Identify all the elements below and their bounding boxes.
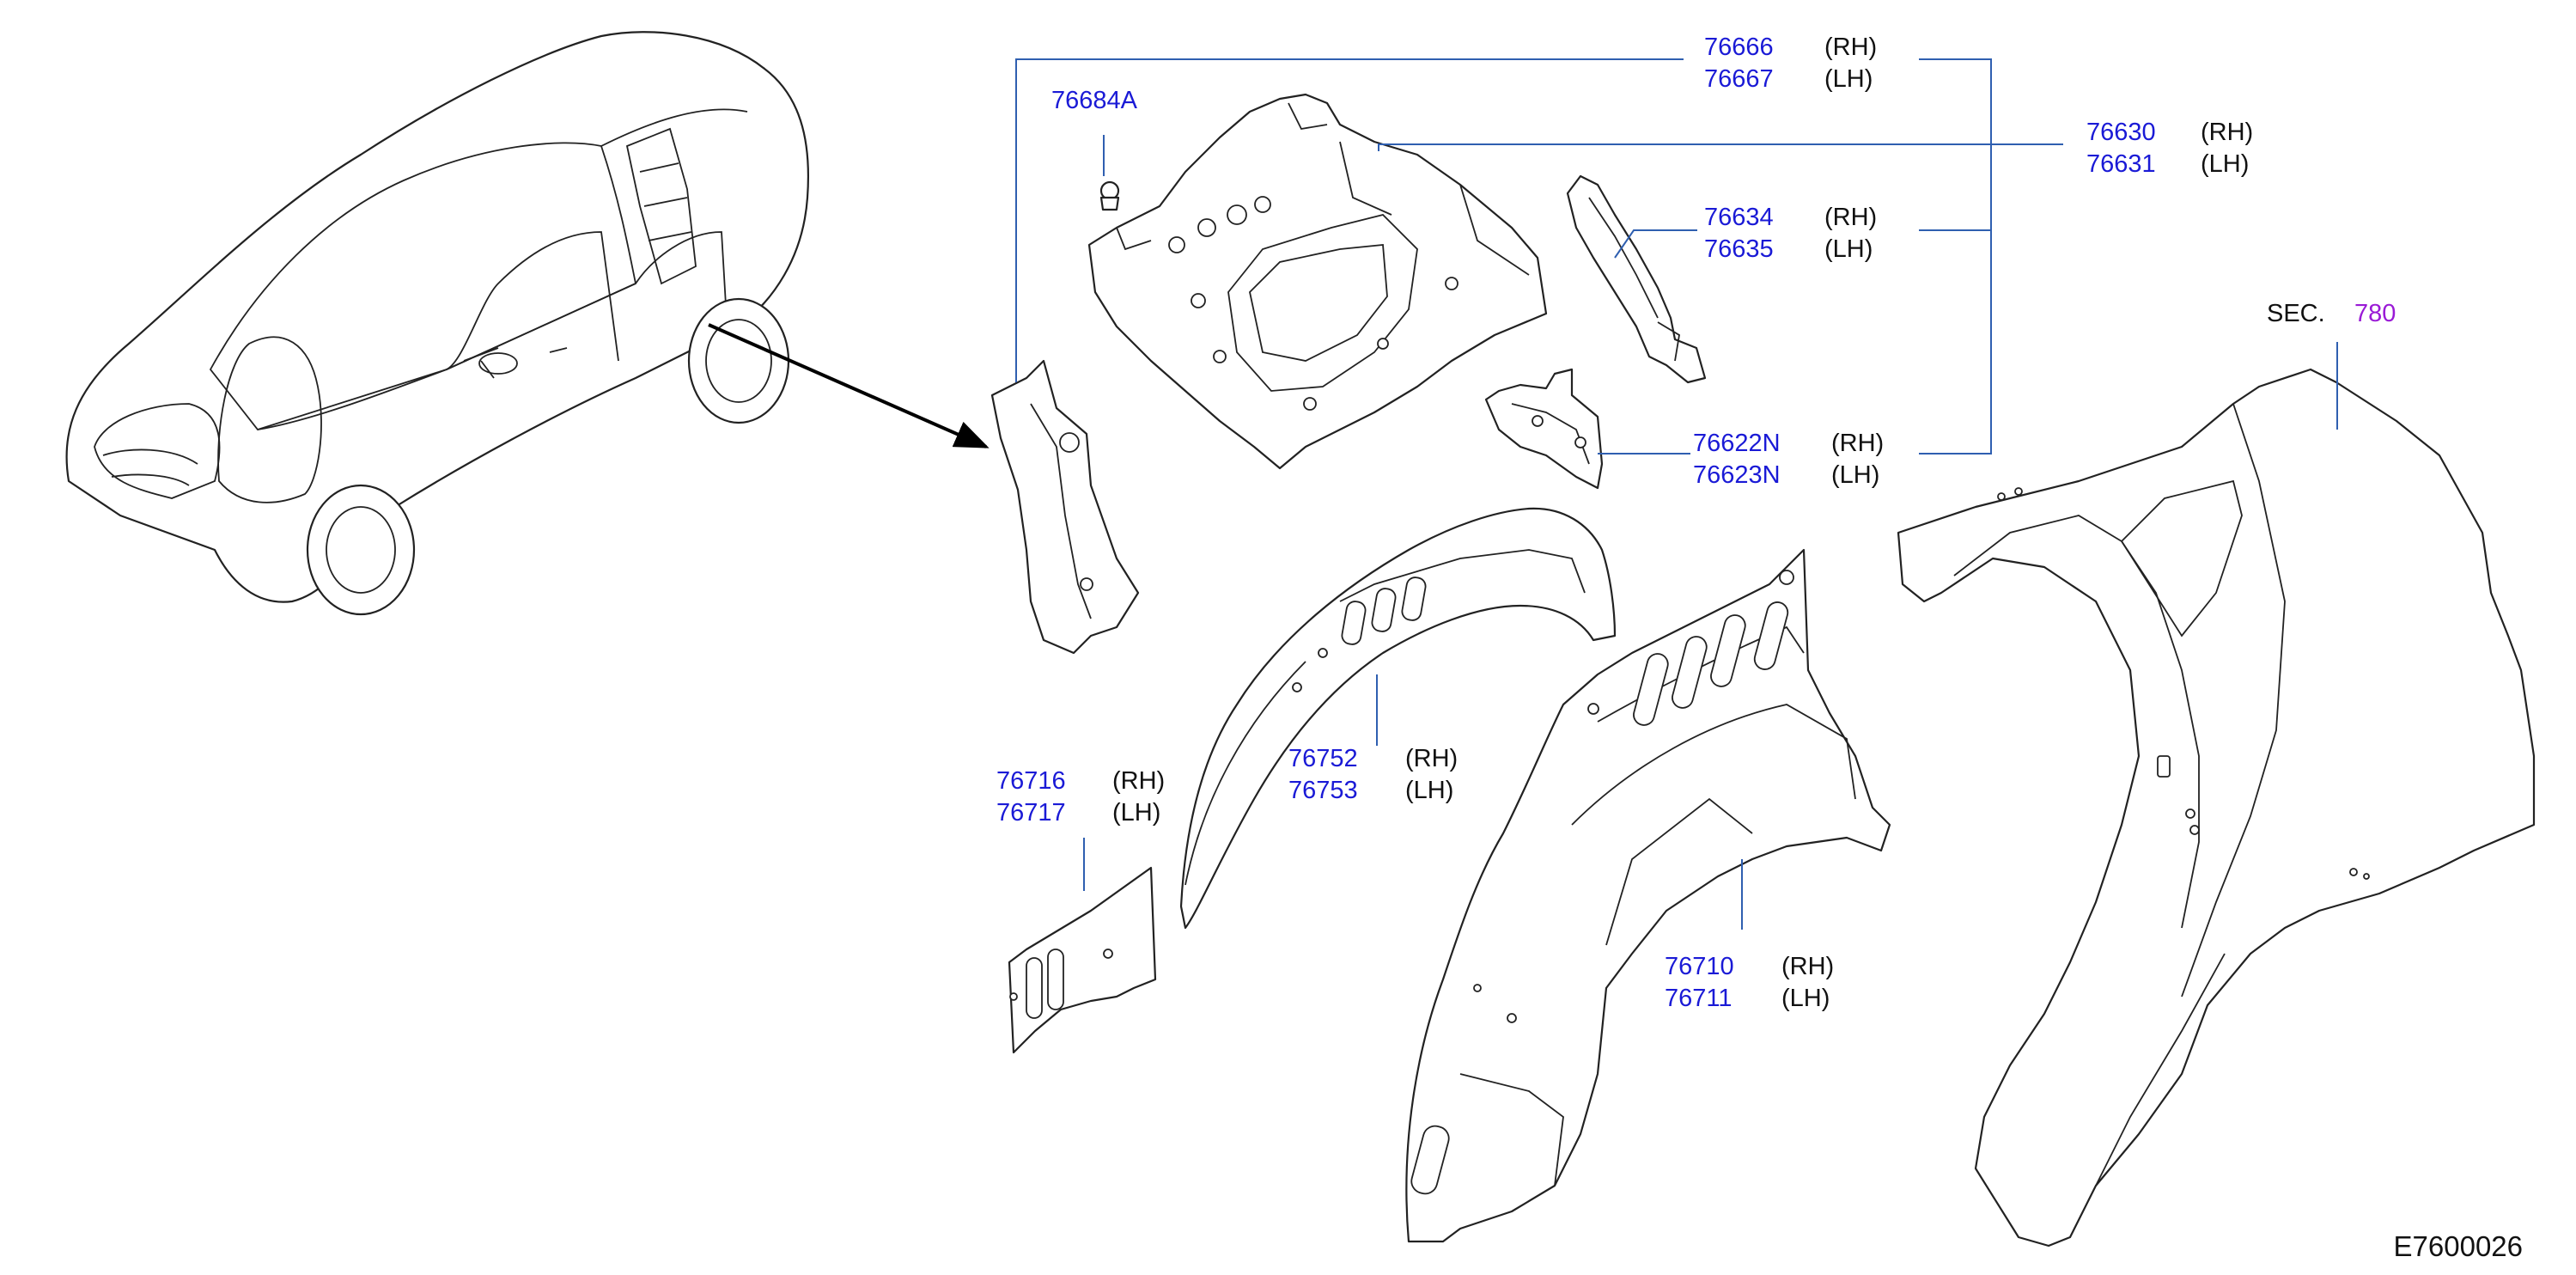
- callout-76710-side: (RH): [1781, 953, 1835, 980]
- part-sec-780: [1897, 368, 2536, 1248]
- callout-76667-side: (LH): [1824, 65, 1873, 93]
- callout-76752-side: (RH): [1405, 745, 1459, 772]
- callout-76623N-number[interactable]: 76623N: [1693, 461, 1781, 489]
- callout-76630-side: (RH): [2201, 119, 2254, 146]
- callout-76631-side: (LH): [2201, 150, 2250, 178]
- callout-76635-side: (LH): [1824, 235, 1873, 263]
- callout-76711-number[interactable]: 76711: [1665, 985, 1733, 1012]
- part-76634: [1566, 174, 1707, 384]
- part-76716: [1008, 866, 1157, 1054]
- callout-76710-number[interactable]: 76710: [1665, 953, 1734, 980]
- callout-76753-number[interactable]: 76753: [1288, 777, 1358, 804]
- part-76710: [1405, 548, 1891, 1243]
- callout-76717-side: (LH): [1112, 799, 1161, 827]
- callout-76635-number[interactable]: 76635: [1704, 235, 1774, 263]
- callout-76716-side: (RH): [1112, 767, 1166, 795]
- callout-76634-side: (RH): [1824, 204, 1878, 231]
- callout-76630-number[interactable]: 76630: [2086, 119, 2156, 146]
- section-ref-number[interactable]: 780: [2354, 300, 2396, 327]
- callout-76666-side: (RH): [1824, 34, 1878, 61]
- callout-76622N-number[interactable]: 76622N: [1693, 430, 1781, 457]
- callout-76666-number[interactable]: 76666: [1704, 34, 1774, 61]
- figure-code: E7600026: [2393, 1230, 2523, 1262]
- part-76622N: [1484, 368, 1604, 490]
- callout-76684A-number[interactable]: 76684A: [1051, 87, 1137, 114]
- section-ref-prefix: SEC.: [2267, 300, 2325, 327]
- callout-76631-number[interactable]: 76631: [2086, 150, 2156, 178]
- callout-76752-number[interactable]: 76752: [1288, 745, 1358, 772]
- callout-76711-side: (LH): [1781, 985, 1830, 1012]
- callout-76667-number[interactable]: 76667: [1704, 65, 1774, 93]
- part-76684A: [1099, 180, 1120, 211]
- part-76752: [1179, 507, 1617, 930]
- pointer-arrow: [708, 323, 990, 448]
- part-76666: [1087, 93, 1548, 470]
- callout-76623N-side: (LH): [1831, 461, 1880, 489]
- callout-76716-number[interactable]: 76716: [996, 767, 1066, 795]
- vehicle-illustration: [65, 31, 810, 616]
- leader-lines: [1015, 58, 2338, 930]
- callout-76753-side: (LH): [1405, 777, 1454, 804]
- part-pillar-bracket: [990, 359, 1140, 655]
- callout-76634-number[interactable]: 76634: [1704, 204, 1774, 231]
- callout-76717-number[interactable]: 76717: [996, 799, 1066, 827]
- callout-76622N-side: (RH): [1831, 430, 1885, 457]
